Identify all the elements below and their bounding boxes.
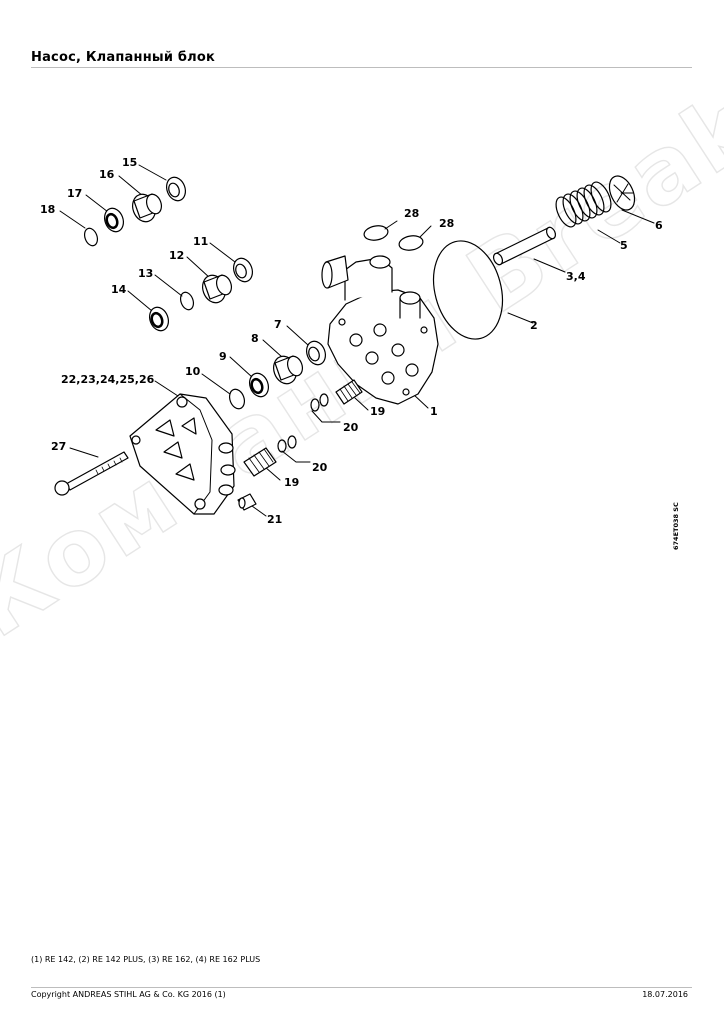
part-22-26-valve-cover [129, 393, 236, 515]
label-28-a: 28 [404, 207, 419, 220]
part-16-valve-housing [132, 193, 163, 223]
label-14: 14 [111, 283, 127, 296]
label-19-upper: 19 [370, 405, 385, 418]
leader-lines [59, 164, 655, 517]
part-21-plug [237, 493, 257, 511]
footer-divider [31, 987, 692, 988]
part-8-valve-housing [273, 355, 304, 385]
part-20-o-rings-upper [310, 393, 329, 412]
label-21: 21 [267, 513, 282, 526]
label-20-lower: 20 [312, 461, 328, 474]
label-20-upper: 20 [343, 421, 359, 434]
part-13-o-ring [179, 291, 195, 311]
copyright: Copyright ANDREAS STIHL AG & Co. KG 2016… [31, 990, 226, 999]
label-19-lower: 19 [284, 476, 299, 489]
label-3-4: 3,4 [566, 270, 586, 283]
label-18: 18 [40, 203, 55, 216]
label-13: 13 [138, 267, 153, 280]
part-27-bolt [54, 451, 129, 496]
label-10: 10 [185, 365, 201, 378]
label-22-26: 22,23,24,25,26 [61, 373, 155, 386]
page-title: Насос, Клапанный блок [31, 50, 216, 65]
part-14-seal [148, 306, 170, 332]
part-1-pump-head [321, 255, 439, 405]
label-16: 16 [99, 168, 115, 181]
part-19-valve-upper [335, 379, 363, 405]
label-17: 17 [67, 187, 82, 200]
part-17-seal [103, 207, 125, 233]
part-11-seal-ring [232, 257, 254, 283]
label-11: 11 [193, 235, 208, 248]
part-28-o-ring-b [398, 235, 424, 251]
part-7-seal-ring [305, 340, 327, 366]
label-2: 2 [530, 319, 538, 332]
header-divider [31, 67, 692, 68]
model-footnote: (1) RE 142, (2) RE 142 PLUS, (3) RE 162,… [31, 955, 261, 964]
part-18-o-ring [83, 227, 99, 247]
part-6-spring-plate [608, 175, 636, 211]
label-5: 5 [620, 239, 628, 252]
part-labels: 1 2 3,4 5 6 7 8 9 10 11 12 13 14 15 16 1… [40, 156, 663, 526]
part-15-seal-ring [165, 176, 187, 202]
part-9-seal [248, 372, 270, 398]
label-28-b: 28 [439, 217, 454, 230]
label-27: 27 [51, 440, 66, 453]
part-12-valve-housing [202, 274, 233, 304]
label-6: 6 [655, 219, 663, 232]
label-7: 7 [274, 318, 282, 331]
part-3-4-piston [492, 226, 557, 266]
part-2-gasket [432, 240, 504, 340]
part-20-o-rings-lower [277, 435, 297, 453]
drawing-code: 674ET038 SC [672, 502, 680, 550]
date: 18.07.2016 [642, 990, 688, 999]
label-12: 12 [169, 249, 184, 262]
part-19-valve-lower [243, 447, 277, 477]
label-15: 15 [122, 156, 137, 169]
part-28-o-ring-a [363, 225, 389, 241]
part-10-o-ring [228, 388, 246, 410]
label-8: 8 [251, 332, 259, 345]
part-5-spring [555, 181, 612, 228]
label-9: 9 [219, 350, 227, 363]
label-1: 1 [430, 405, 438, 418]
